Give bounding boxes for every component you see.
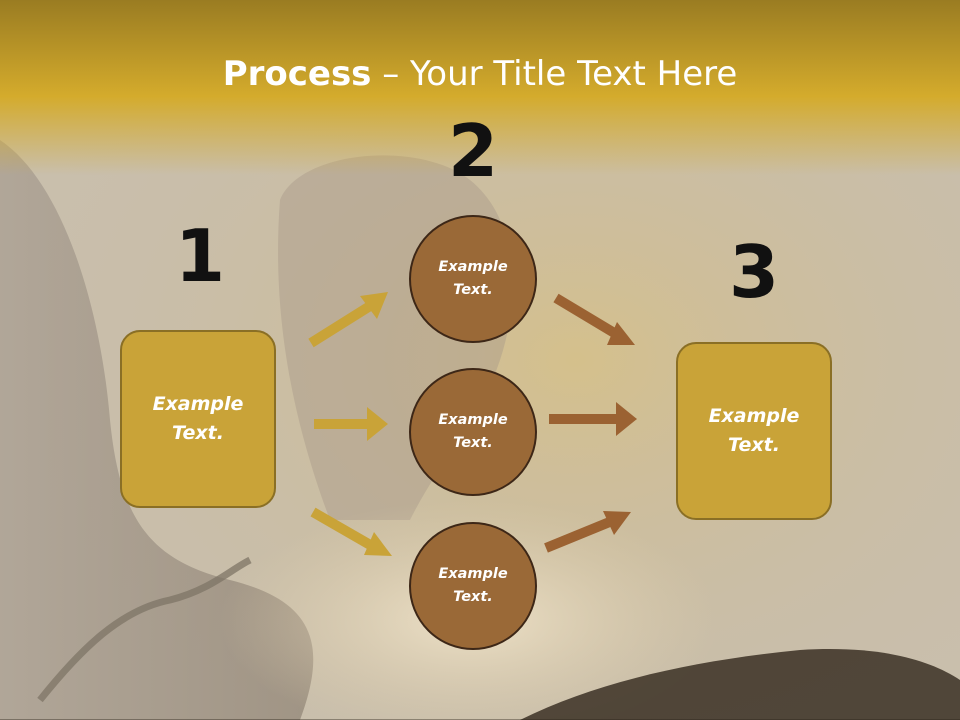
step2-circle-bottom-text: Example Text. xyxy=(438,566,508,605)
step3-box: Example Text. xyxy=(676,342,832,520)
step2-circle-top-text: Example Text. xyxy=(438,259,508,298)
step-number-1: 1 xyxy=(174,214,226,298)
arrow-top-to-step3 xyxy=(553,293,635,345)
step2-circle-top: Example Text. xyxy=(409,215,537,343)
arrow-middle-to-step3 xyxy=(549,402,637,436)
step2-circle-middle: Example Text. xyxy=(409,368,537,496)
slide-title: Process – Your Title Text Here xyxy=(0,52,960,96)
step-number-2: 2 xyxy=(447,109,499,193)
step2-circle-middle-text: Example Text. xyxy=(438,412,508,451)
title-rest: – Your Title Text Here xyxy=(371,54,738,94)
step3-box-text: Example Text. xyxy=(708,405,800,456)
step2-circle-bottom: Example Text. xyxy=(409,522,537,650)
arrow-step1-to-middle xyxy=(314,407,388,441)
step1-box: Example Text. xyxy=(120,330,276,508)
step1-box-text: Example Text. xyxy=(152,393,244,444)
arrow-bottom-to-step3 xyxy=(544,511,631,553)
arrow-step1-to-top xyxy=(308,292,388,348)
arrow-step1-to-bottom xyxy=(310,507,392,556)
title-bold: Process xyxy=(222,54,372,94)
step-number-3: 3 xyxy=(728,230,780,314)
